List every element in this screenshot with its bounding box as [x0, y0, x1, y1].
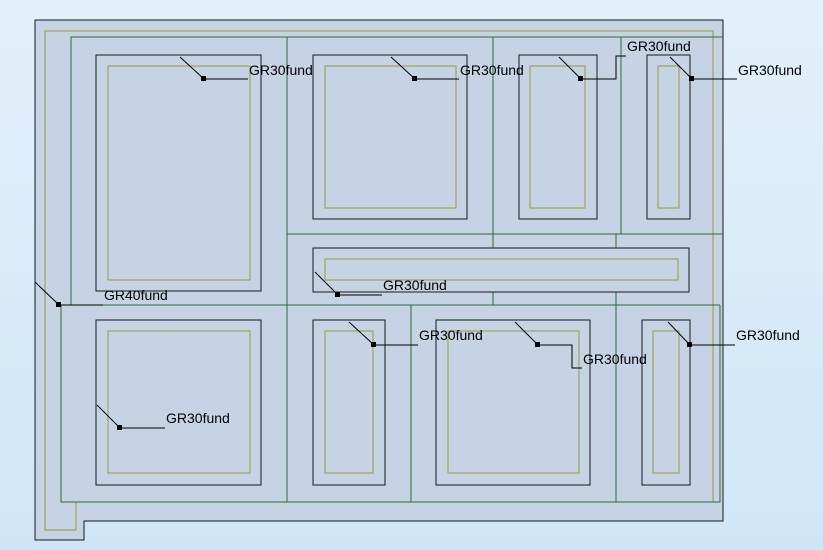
label-pad-2: GR30fund [460, 62, 524, 78]
label-pad-6: GR30fund [419, 327, 483, 343]
footing-strip-middle [312, 247, 690, 293]
label-pad-5: GR30fund [166, 410, 230, 426]
annotation-markers [56, 76, 694, 430]
label-strip-middle: GR30fund [383, 277, 447, 293]
footing-pad-1 [95, 54, 262, 292]
footing-pad-8 [641, 319, 691, 486]
footing-pad-6 [312, 319, 386, 486]
label-pad-1: GR30fund [249, 62, 313, 78]
label-slab-edge: GR40fund [104, 287, 168, 303]
label-pad-4: GR30fund [738, 62, 802, 78]
footing-pad-2 [312, 54, 468, 220]
label-pad-3: GR30fund [627, 38, 691, 54]
annotation-labels: GR30fund GR30fund GR30fund GR30fund GR30… [104, 38, 802, 426]
beam-grid [60, 36, 723, 503]
label-pad-8: GR30fund [736, 327, 800, 343]
footing-pad-7 [435, 319, 591, 486]
footing-pad-4 [646, 54, 691, 220]
footing-pads [95, 54, 691, 486]
footing-pad-5 [95, 319, 262, 486]
footing-pad-3 [518, 54, 598, 220]
label-pad-7: GR30fund [583, 351, 647, 367]
